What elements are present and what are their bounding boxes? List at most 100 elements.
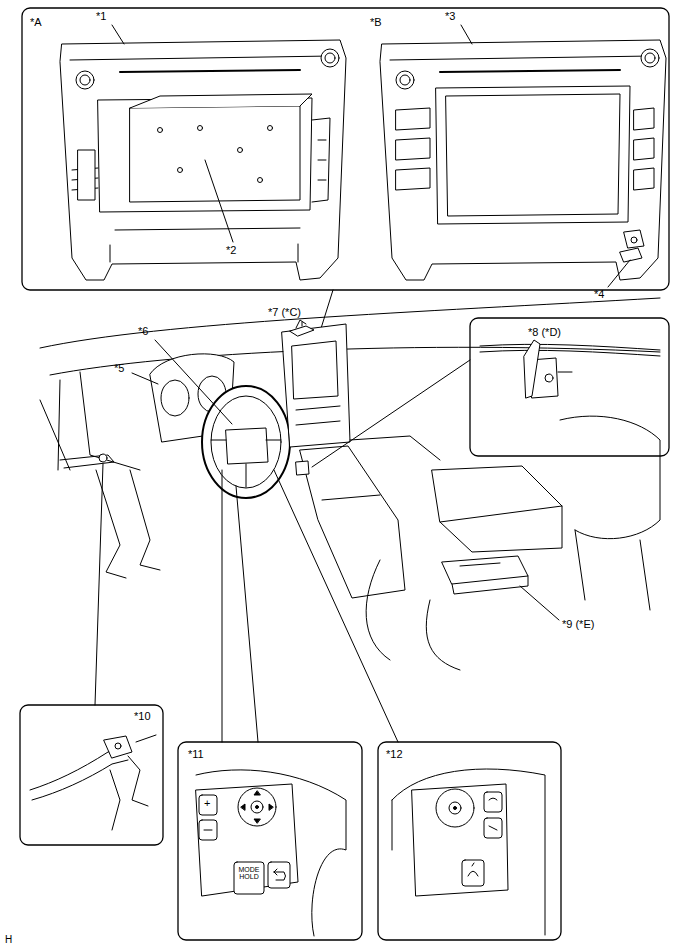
vehicle-interior [40, 380, 70, 470]
steering-switch-detail [204, 830, 212, 831]
leader-line [112, 25, 124, 44]
steering-switch-detail [199, 820, 217, 840]
inset-frame [22, 8, 669, 290]
steering-switch-detail [489, 798, 497, 830]
audio-unit [98, 98, 312, 212]
navigation-unit [440, 70, 620, 72]
steering-switch-detail [392, 769, 545, 935]
switch-detail [558, 372, 572, 373]
lever-detail [104, 736, 132, 758]
steering-switch-detail [449, 802, 461, 814]
steering-switch-detail [251, 801, 263, 813]
sheet-mark: H [5, 934, 12, 946]
audio-unit [158, 128, 163, 133]
leader-line [205, 160, 233, 242]
callout-number: *4 [594, 288, 604, 301]
audio-unit [76, 71, 94, 89]
vehicle-interior [560, 416, 660, 539]
vehicle-interior [460, 563, 500, 566]
switch-detail [545, 374, 553, 382]
navigation-unit [380, 40, 666, 280]
callout-number: *6 [138, 325, 148, 338]
vehicle-interior [50, 347, 660, 375]
navigation-unit [400, 75, 410, 85]
callout-number: *11 [188, 748, 204, 761]
vehicle-interior [80, 372, 140, 470]
vehicle-interior [452, 576, 528, 594]
lever-detail [115, 743, 121, 749]
vehicle-interior [130, 470, 160, 570]
callout-number: *2 [226, 244, 236, 257]
navigation-unit [390, 56, 652, 60]
vehicle-interior [575, 530, 650, 610]
navigation-unit [631, 237, 637, 243]
leader-line [608, 260, 630, 287]
steering-switch-detail [268, 862, 290, 888]
steering-switch-detail [392, 769, 545, 935]
inset-frame [470, 318, 669, 456]
leader-line [222, 470, 223, 742]
audio-unit [268, 126, 273, 131]
figure-letter: *B [370, 16, 382, 29]
vehicle-interior [432, 466, 562, 552]
audio-unit [78, 150, 95, 200]
lever-detail [110, 770, 120, 830]
leader-line [95, 464, 103, 705]
audio-unit [70, 56, 332, 60]
navigation-unit [634, 108, 654, 190]
audio-unit [238, 148, 243, 153]
leader-line [132, 373, 158, 384]
audio-unit [318, 140, 326, 180]
steering-switch-detail [256, 806, 259, 809]
vehicle-interior [322, 495, 380, 500]
callout-number: *10 [134, 710, 151, 723]
switch-detail [480, 344, 660, 350]
switch-detail [480, 350, 660, 356]
navigation-unit [396, 108, 430, 190]
steering-switch-detail [454, 807, 457, 810]
steering-switch-detail [196, 784, 298, 896]
steering-switch-detail [436, 789, 474, 827]
callout-number: *3 [445, 10, 455, 23]
callout-number: *7 (*C) [268, 306, 301, 319]
vehicle-interior [366, 560, 460, 670]
lever-detail [128, 756, 148, 806]
audio-unit [120, 70, 300, 72]
steering-switch-detail [196, 770, 346, 936]
leader-line [302, 322, 303, 326]
inset-frame [378, 742, 561, 940]
leader-line [236, 486, 258, 742]
lever-detail [30, 735, 156, 830]
vehicle-interior [60, 455, 114, 468]
lever-detail [136, 735, 156, 742]
audio-unit [258, 178, 263, 183]
audio-unit [312, 118, 330, 202]
callout-number: *8 (*D) [528, 326, 561, 339]
leader-line [274, 470, 398, 742]
switch-detail [480, 340, 660, 398]
vehicle-interior [296, 320, 306, 328]
callout-number: *5 [114, 362, 124, 375]
vehicle-interior [161, 380, 189, 416]
vehicle-interior [296, 461, 309, 475]
navigation-unit [624, 230, 644, 248]
vehicle-interior [290, 326, 314, 336]
leader-line [520, 586, 559, 620]
navigation-unit [436, 86, 630, 224]
vehicle-interior [440, 506, 562, 522]
audio-unit [110, 228, 300, 262]
steering-switch-detail [274, 869, 286, 880]
part [620, 248, 642, 262]
audio-unit [321, 49, 339, 67]
vehicle-interior [442, 556, 528, 584]
callout-number: *9 (*E) [562, 618, 594, 631]
steering-switch-detail [484, 792, 502, 812]
audio-unit [198, 126, 203, 131]
callout-number: *1 [96, 10, 106, 23]
audio-unit [130, 94, 312, 108]
vehicle-interior [282, 324, 350, 447]
inset-frame [178, 742, 362, 940]
leader-line [312, 360, 470, 467]
callout-number: *12 [386, 748, 403, 761]
